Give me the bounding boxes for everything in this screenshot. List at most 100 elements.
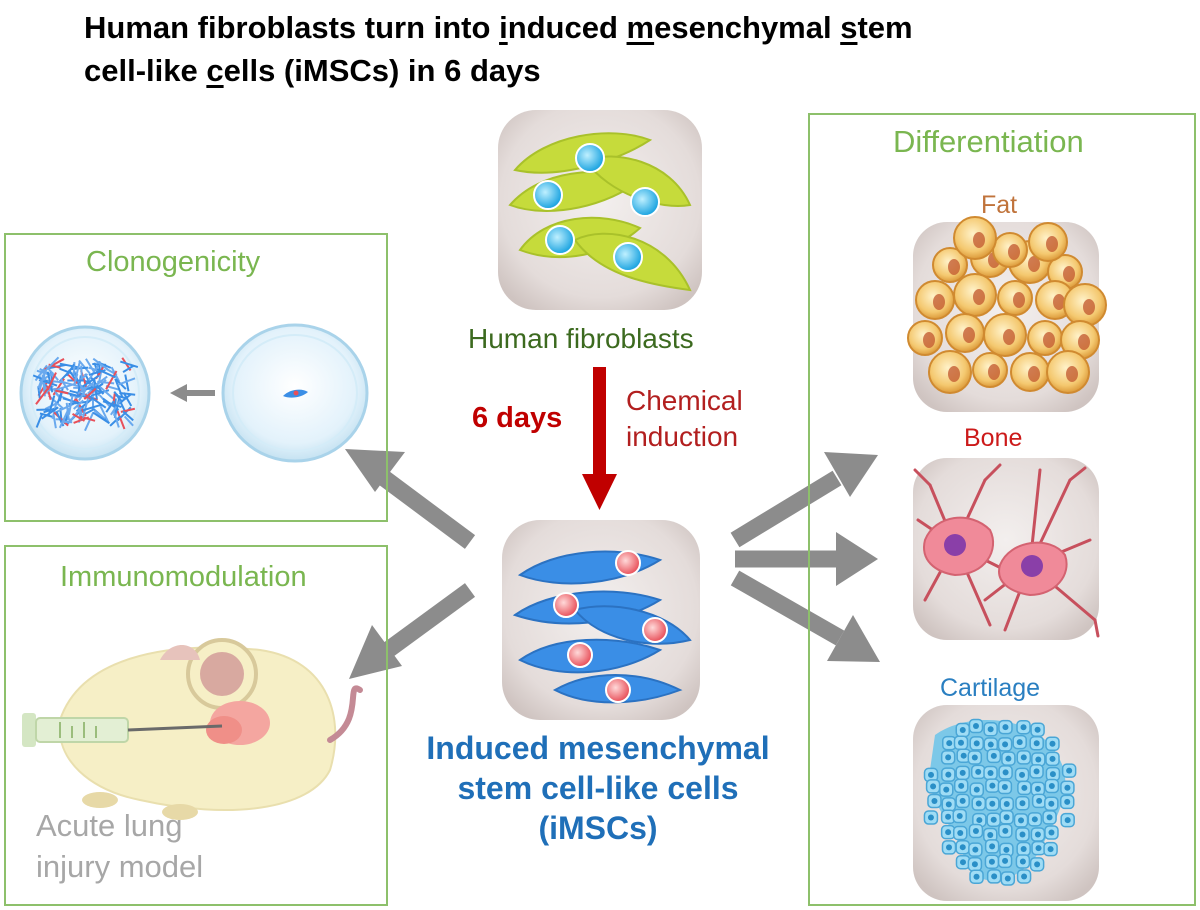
cartilage-cell-nucleus [1049,771,1056,778]
cartilage-cell-nucleus [1002,857,1009,864]
colony-cell [124,374,130,392]
title-underlined-letter: c [206,53,224,88]
fat-cell-nucleus [1046,236,1058,252]
immunomodulation-heading: Immunomodulation [60,561,307,593]
colony-cell [122,392,133,407]
colony-cell [58,407,70,429]
title-line-2: cell-like cells (iMSCs) in 6 days [84,49,1164,92]
fat-cell-nucleus [1028,256,1040,272]
cartilage-cell-nucleus [972,846,979,853]
cartilage-cell-nucleus [959,797,966,804]
colony-cell [35,413,43,428]
colony-cell [82,374,100,388]
cartilage-cell-nucleus [930,783,937,790]
differentiation-heading: Differentiation [893,124,1084,159]
colony-cell [119,391,136,396]
cartilage-cell-nucleus [1002,724,1009,731]
cartilage-cell-nucleus [1031,816,1038,823]
diagram-title: Human fibroblasts turn into induced mese… [84,6,1164,92]
colony-cell [93,409,106,420]
bone-cells-image [913,458,1100,640]
colony-cell [122,364,135,373]
fibroblast-image [498,110,702,310]
colony-cell [81,398,89,418]
colony-cell [59,367,73,375]
colony-cell [122,410,134,422]
cartilage-cell-nucleus [1003,846,1010,853]
cartilage-cell-nucleus [990,816,997,823]
fat-cell-nucleus [1008,244,1020,260]
colony-cell [57,382,77,391]
cartilage-cell-nucleus [973,740,980,747]
title-underlined-letter: i [499,10,508,45]
colony-cell [115,408,126,430]
cartilage-cell-nucleus [1019,858,1026,865]
colony-cell [41,406,59,420]
cartilage-cell-nucleus [945,829,952,836]
colony-cell [92,411,110,425]
cartilage-cell-nucleus [1003,814,1010,821]
imsc-label-line-1: Induced mesenchymal [426,730,770,766]
colony-cell [37,386,41,399]
colony-cell [105,370,118,390]
colony-cell [59,378,69,391]
fat-cell-nucleus [973,289,985,305]
cartilage-cell-nucleus [1004,875,1011,882]
differentiation-panel [808,113,1196,906]
fat-cell-nucleus [1078,334,1090,350]
colony-cell [120,360,139,368]
colony-cell [46,371,54,393]
mouse-injection-illustration [22,638,363,820]
fat-cells-image [907,216,1107,412]
cartilage-cell-nucleus [959,769,966,776]
fat-label: Fat [981,191,1018,219]
cartilage-cell-nucleus [928,771,935,778]
cartilage-cell-nucleus [1064,784,1071,791]
colony-cell [67,394,74,415]
cartilage-cell-nucleus [1020,754,1027,761]
cartilage-cell-nucleus [988,858,995,865]
fat-cell-nucleus [1013,292,1025,308]
cartilage-cells-image [913,705,1099,901]
arrow-to-cartilage [730,570,880,662]
cartilage-cell-nucleus [1064,817,1071,824]
cartilage-cell-nucleus [1046,814,1053,821]
cartilage-cell-nucleus [990,752,997,759]
cartilage-cell-nucleus [1064,798,1071,805]
colony-cell [99,405,110,424]
cartilage-cell-nucleus [987,741,994,748]
fat-cell-nucleus [948,259,960,275]
fat-cell-nucleus [1063,266,1075,282]
cartilage-cell-nucleus [943,786,950,793]
arrow-to-fat [730,452,878,548]
cartilage-cell-nucleus [1019,771,1026,778]
colony-cell [117,377,136,386]
cartilage-cell-nucleus [1033,740,1040,747]
cartilage-cell-nucleus [989,800,996,807]
cartilage-cell-nucleus [975,768,982,775]
cartilage-cell-nucleus [975,800,982,807]
cartilage-cell-nucleus [971,861,978,868]
colony-cell [46,372,57,391]
bone-label: Bone [964,424,1023,452]
colony-cell [91,383,104,391]
cartilage-cell-nucleus [972,827,979,834]
colony-cell [38,376,45,392]
colony-cell [87,363,100,381]
cartilage-cell-nucleus [1019,800,1026,807]
cartilage-cell-nucleus [946,740,953,747]
cartilage-cell-nucleus [1020,846,1027,853]
cartilage-cell-nucleus [1035,845,1042,852]
cartilage-cell-nucleus [989,843,996,850]
fat-cell-nucleus [963,327,975,343]
cartilage-cell-nucleus [1001,784,1008,791]
cartilage-cell-nucleus [959,727,966,734]
colony-cell [35,388,49,405]
petri-dish-single-cell [221,323,369,463]
colony-cell [72,413,86,422]
cartilage-cell-nucleus [972,723,979,730]
colony-cell [94,375,108,387]
cartilage-label: Cartilage [940,674,1041,702]
cartilage-cell-nucleus [1002,827,1009,834]
colony-cell [78,389,87,402]
